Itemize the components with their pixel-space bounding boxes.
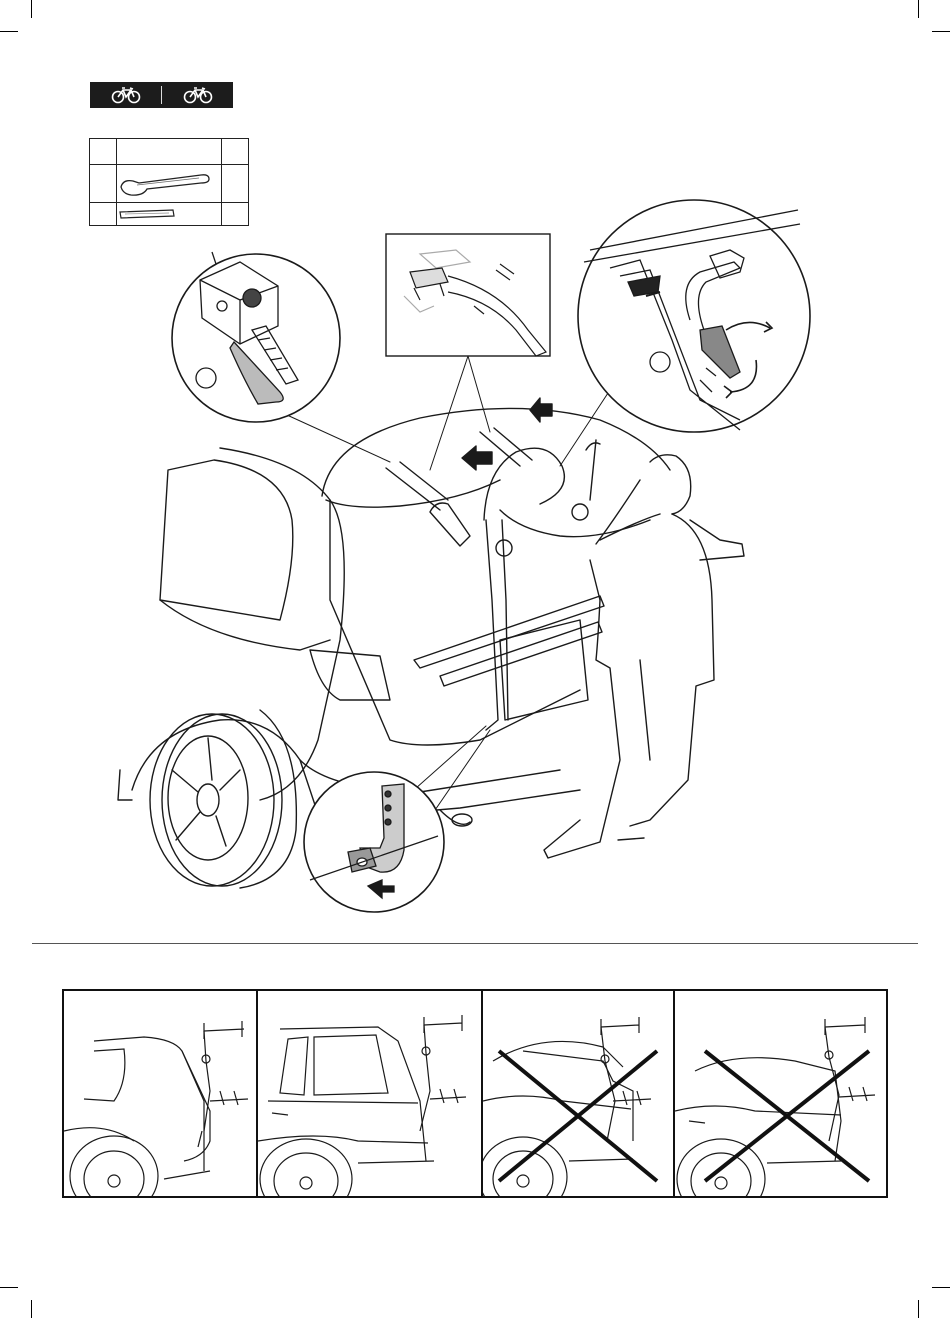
crop-mark: [31, 1300, 32, 1318]
crop-mark: [918, 1300, 919, 1318]
prohibited-cross-icon: [705, 1051, 869, 1181]
detail-strap-pad: [172, 252, 340, 422]
bike-carrier: [386, 428, 604, 730]
push-arrow-icon: [462, 446, 492, 470]
section-divider: [32, 943, 918, 944]
detail-strap-tension: [578, 200, 810, 432]
vehicle-compatibility-panels: [62, 989, 888, 1198]
compat-panel-hatchback: [64, 991, 258, 1196]
compat-panel-estate: [258, 991, 483, 1196]
compat-panel-sedan: [675, 991, 886, 1196]
person-figure: [500, 455, 744, 858]
crop-mark: [0, 1287, 18, 1288]
detail-lower-hook: [304, 772, 444, 912]
compat-panel-sedan-spoiler: [483, 991, 675, 1196]
detail-top-bracket: [386, 234, 550, 356]
crop-mark: [932, 1287, 950, 1288]
installation-illustration: [0, 0, 950, 940]
car-body: [118, 408, 670, 826]
push-arrow-icon: [530, 398, 552, 422]
